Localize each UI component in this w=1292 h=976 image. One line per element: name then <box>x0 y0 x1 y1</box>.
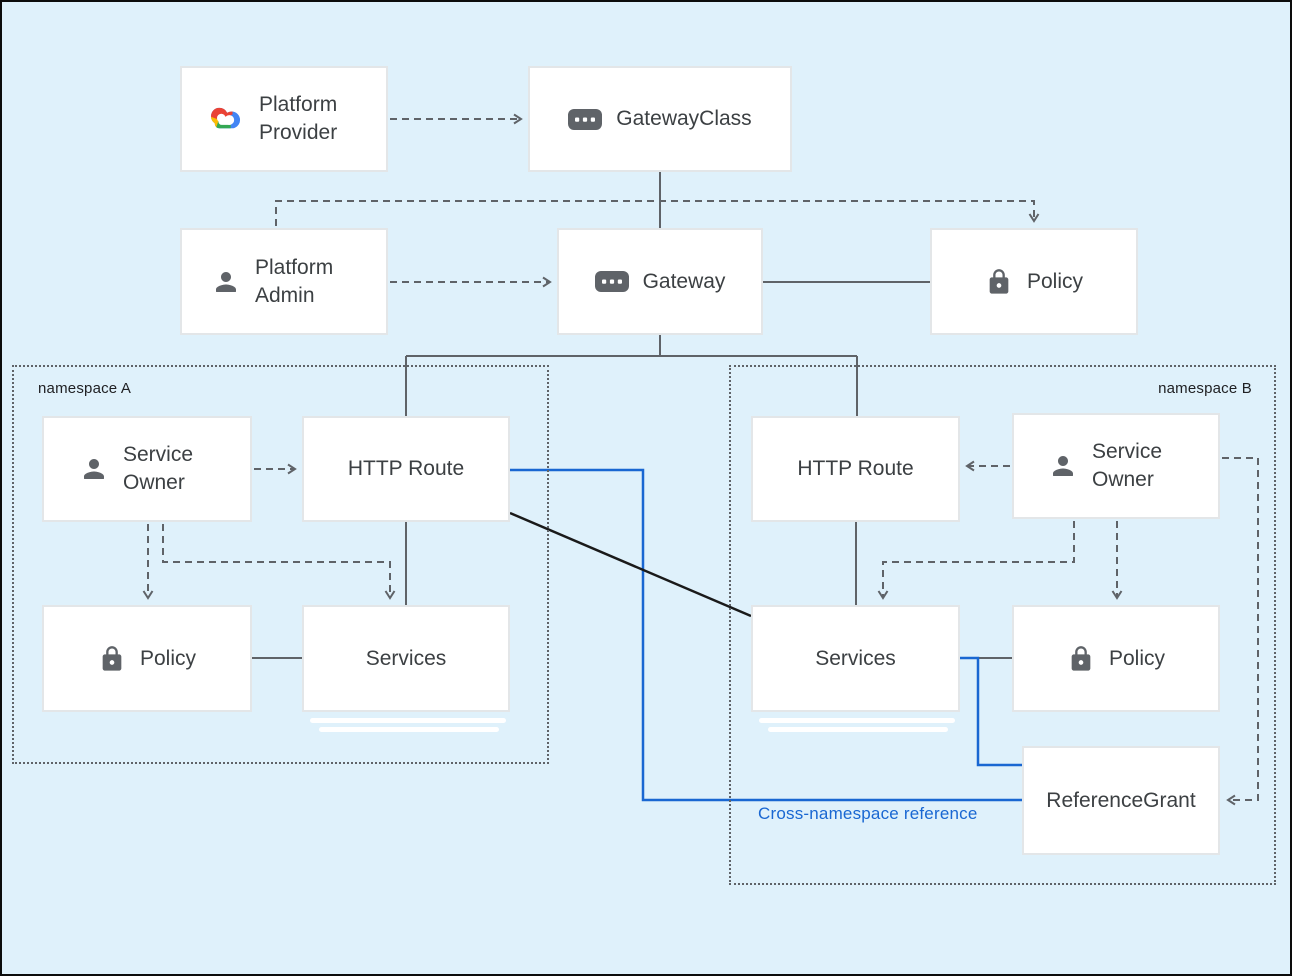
namespace-b-label: namespace B <box>1158 380 1252 397</box>
lock-icon <box>985 267 1013 297</box>
dashed-gray-connectors <box>142 113 1259 806</box>
node-policy-top: Policy <box>930 228 1138 335</box>
node-gateway: Gateway <box>557 228 763 335</box>
node-service-owner-a: Service Owner <box>42 416 252 522</box>
lock-icon <box>1067 644 1095 674</box>
gateway-resource-icon <box>568 108 603 130</box>
node-label: Service Owner <box>1092 440 1163 491</box>
namespace-a-region: namespace A <box>12 365 549 764</box>
node-services-b: Services <box>751 605 960 712</box>
node-service-owner-b: Service Owner <box>1012 413 1220 519</box>
node-label: Platform Provider <box>259 93 338 144</box>
node-label: Services <box>815 646 896 670</box>
node-services-a: Services <box>302 605 510 712</box>
node-label: Services <box>365 646 447 670</box>
namespace-a-label: namespace A <box>38 380 132 397</box>
node-label: Gateway <box>642 269 726 293</box>
services-stack-card <box>768 727 948 732</box>
google-cloud-icon <box>207 104 245 134</box>
person-icon <box>211 267 241 297</box>
node-label: Policy <box>1108 646 1166 670</box>
services-stack-card <box>319 727 499 732</box>
blue-cross-namespace-connectors <box>510 468 1022 802</box>
solid-gray-connectors <box>252 172 1012 659</box>
node-label: Policy <box>139 646 197 670</box>
gateway-resource-icon <box>594 271 629 292</box>
node-policy-a: Policy <box>42 605 252 712</box>
person-icon <box>79 454 109 484</box>
node-label: ReferenceGrant <box>1046 788 1196 812</box>
node-policy-b: Policy <box>1012 605 1220 712</box>
node-http-route-b: HTTP Route <box>751 416 960 522</box>
node-platform-admin: Platform Admin <box>180 228 388 335</box>
node-platform-provider: Platform Provider <box>180 66 388 172</box>
lock-icon <box>98 644 126 674</box>
node-label: Policy <box>1026 269 1084 293</box>
services-stack-card <box>310 718 506 723</box>
cross-namespace-label: Cross-namespace reference <box>758 804 978 823</box>
node-label: Service Owner <box>123 443 194 494</box>
node-label: Platform Admin <box>255 255 334 307</box>
node-label: GatewayClass <box>616 107 752 130</box>
node-reference-grant: ReferenceGrant <box>1022 746 1220 855</box>
node-label: HTTP Route <box>797 457 914 480</box>
black-reference-connector <box>509 511 752 618</box>
person-icon <box>1048 451 1078 481</box>
node-gateway-class: GatewayClass <box>528 66 792 172</box>
namespace-b-region: namespace B <box>729 365 1276 885</box>
node-http-route-a: HTTP Route <box>302 416 510 522</box>
node-label: HTTP Route <box>347 457 465 480</box>
services-stack-card <box>759 718 955 723</box>
